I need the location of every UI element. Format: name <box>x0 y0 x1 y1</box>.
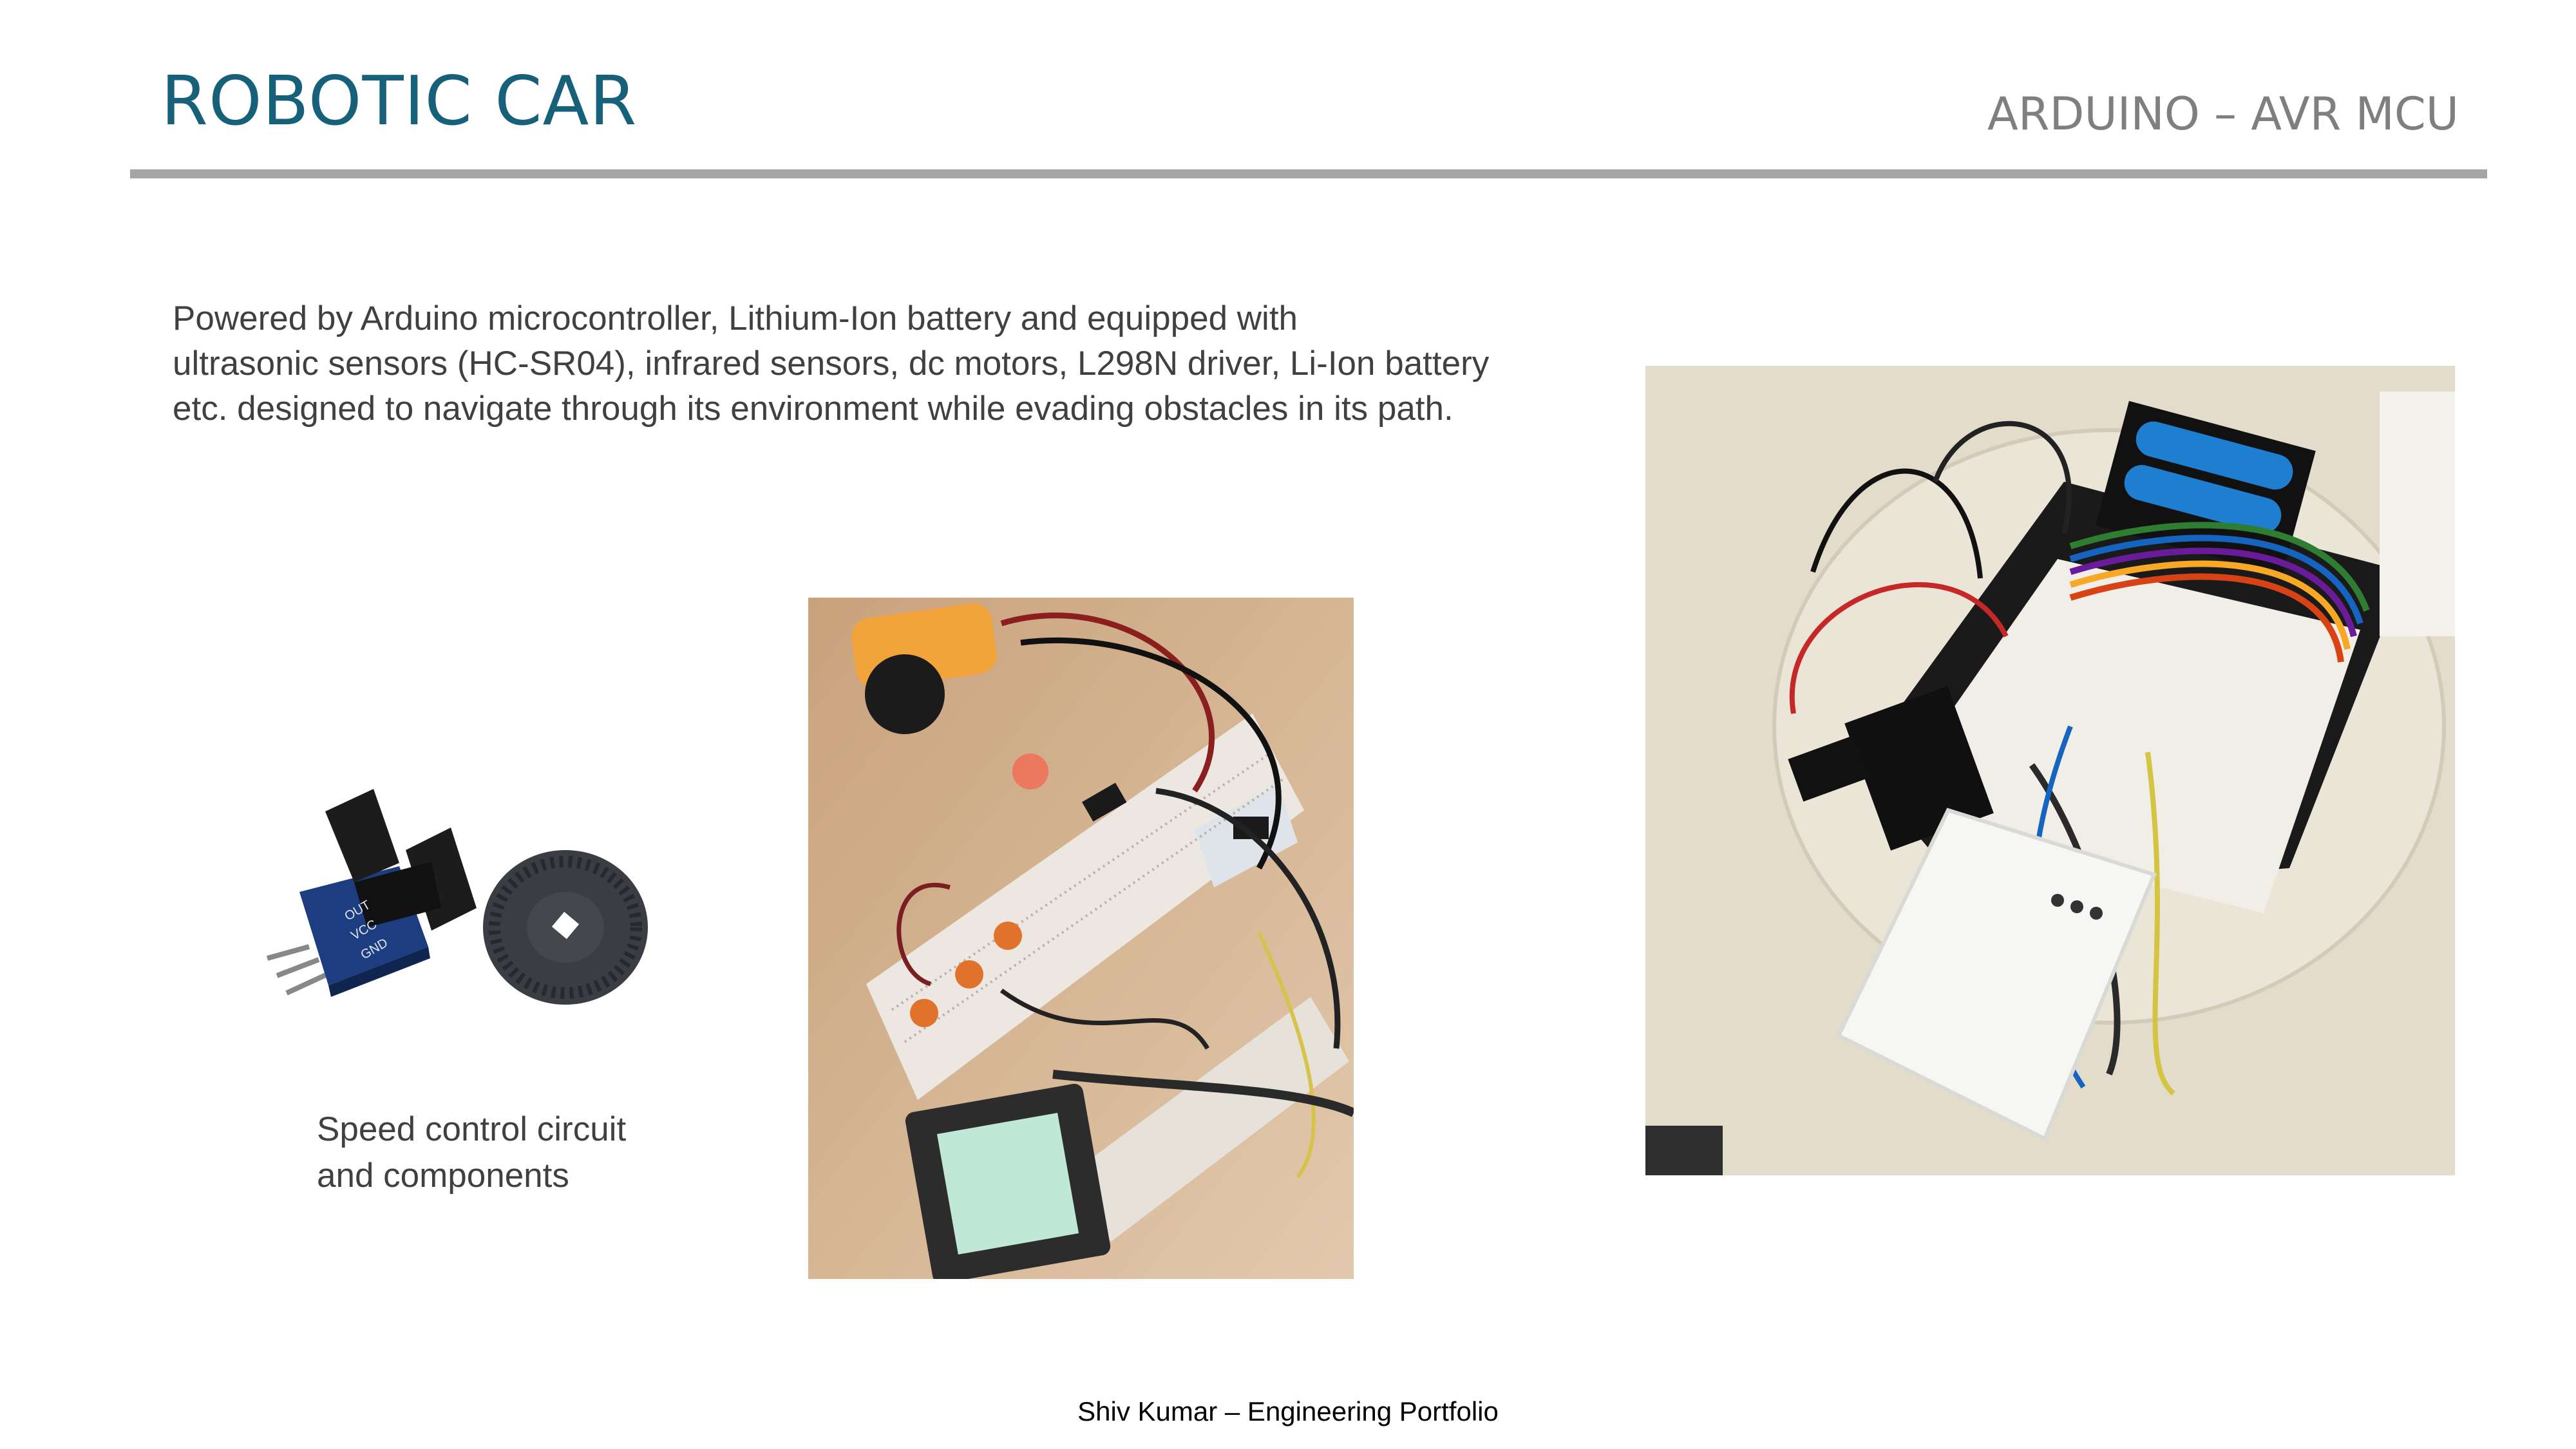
description-line: Powered by Arduino microcontroller, Lith… <box>173 299 1298 337</box>
speed-sensor-photo: OUT VCC GND <box>258 753 657 1024</box>
slide-subtitle: ARDUINO – AVR MCU <box>1987 88 2459 140</box>
description-line: etc. designed to navigate through its en… <box>173 390 1454 428</box>
caption-line: Speed control circuit <box>317 1110 627 1148</box>
description-line: ultrasonic sensors (HC-SR04), infrared s… <box>173 345 1490 383</box>
robotic-car-photo <box>1645 366 2455 1175</box>
slide-title: ROBOTIC CAR <box>161 62 638 140</box>
speed-circuit-photo <box>808 598 1354 1279</box>
project-description: Powered by Arduino microcontroller, Lith… <box>173 296 1577 431</box>
footer-credit: Shiv Kumar – Engineering Portfolio <box>1077 1396 1499 1426</box>
speed-control-caption: Speed control circuit and components <box>317 1106 626 1199</box>
header-divider <box>130 169 2487 178</box>
caption-line: and components <box>317 1157 569 1195</box>
